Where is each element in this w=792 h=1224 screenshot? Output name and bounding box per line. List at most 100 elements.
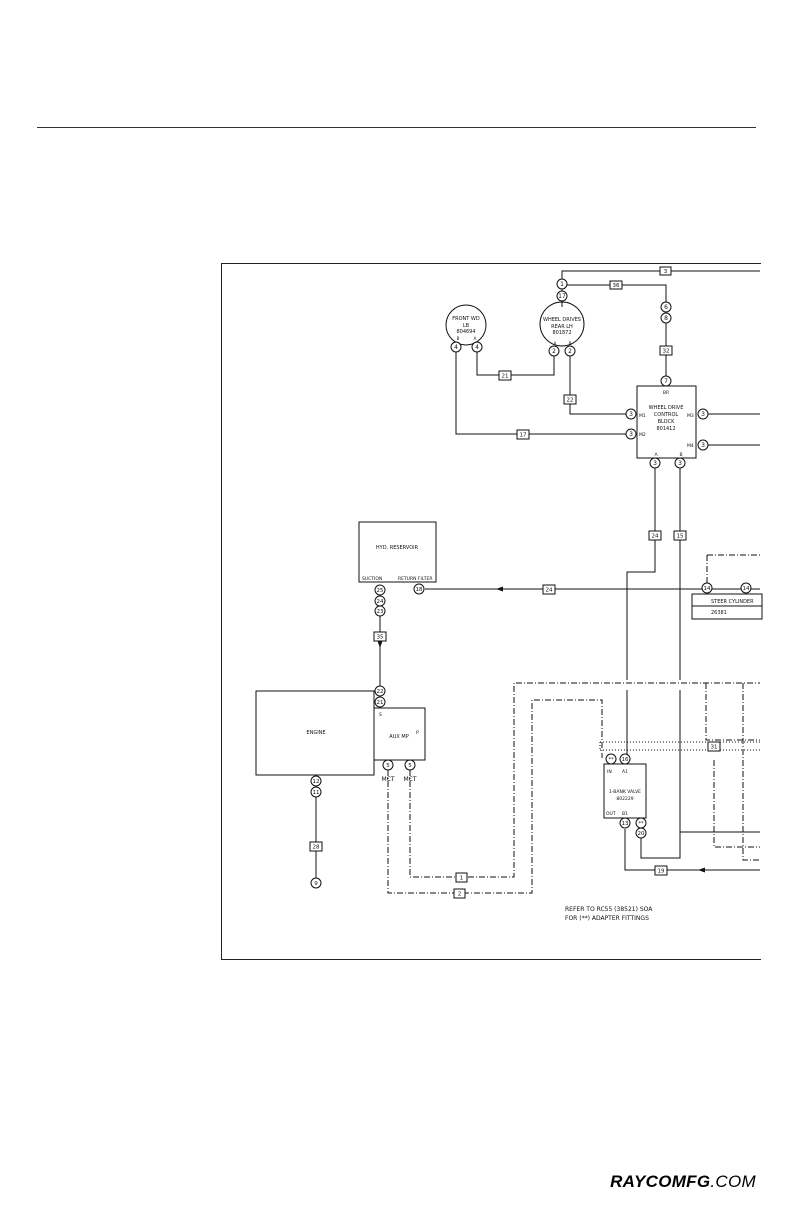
fitting-20: 20	[635, 827, 647, 839]
engine: ENGINE	[255, 690, 375, 776]
brand-name: RAYCOMFG	[610, 1172, 711, 1191]
svg-text:16: 16	[622, 757, 629, 763]
front-wd-motor: FRONT WD LB 804694 B A	[445, 304, 487, 346]
fitting-17: 17	[556, 290, 568, 302]
svg-text:3: 3	[653, 460, 657, 467]
front-wd-port-b: B	[457, 336, 460, 341]
svg-text:9: 9	[314, 881, 318, 887]
hose-lines	[315, 270, 760, 878]
fitting-24: 24	[374, 595, 386, 607]
svg-text:5: 5	[386, 763, 390, 769]
control-block-label-3: BLOCK	[658, 419, 675, 425]
wheel-drives-port-b: B	[569, 341, 572, 346]
steer-cylinder-label: STEER CYLINDER	[711, 599, 754, 605]
svg-text:1: 1	[460, 876, 464, 882]
port-b: B	[679, 452, 682, 458]
hose-36: 36	[609, 280, 623, 290]
hose-labels: 3 36 32 21 22 17 24 15 24 35 31 28 1 2 1…	[309, 266, 721, 899]
adapter-note-line-1: REFER TO RC55 (38521) SOA	[565, 906, 653, 913]
steer-cylinder: STEER CYLINDER 26381	[691, 593, 763, 620]
control-block-part: 801412	[656, 426, 675, 432]
hose-31: 31	[707, 741, 721, 752]
aux-port-p: P	[416, 730, 419, 736]
svg-text:17: 17	[520, 433, 527, 439]
fitting-3-m1: 3	[625, 408, 637, 420]
mct-label-1: MCT	[381, 776, 394, 783]
fitting-5-left: 5	[382, 759, 394, 771]
svg-text:22: 22	[567, 398, 574, 404]
valve-label: 1-BANK VALVE	[609, 789, 641, 795]
svg-text:3: 3	[701, 442, 705, 449]
fitting-2-right: 2	[564, 345, 576, 357]
fitting-22: 22	[374, 685, 386, 697]
reservoir-suction-label: SUCTION	[362, 576, 382, 582]
control-block-label-2: CONTROL	[654, 412, 679, 418]
svg-text:19: 19	[658, 869, 665, 875]
fitting-13: 13	[619, 817, 631, 829]
fitting-3-b: 3	[674, 457, 686, 469]
diagram-frame	[221, 263, 761, 960]
fitting-adapter-out: **	[635, 817, 647, 829]
svg-text:4: 4	[475, 344, 479, 351]
fitting-3-m2: 3	[625, 428, 637, 440]
hose-19: 19	[654, 865, 668, 876]
hose-3: 3	[659, 266, 672, 276]
fitting-4-right: 4	[471, 341, 483, 353]
svg-text:32: 32	[663, 349, 670, 355]
engine-label: ENGINE	[306, 730, 325, 736]
fitting-12: 12	[310, 775, 322, 787]
svg-text:2: 2	[568, 348, 572, 355]
svg-text:**: **	[639, 821, 645, 827]
hose-22: 22	[563, 394, 577, 405]
wheel-drives-motor: WHEEL DRIVES REAR LH 801872 A B	[539, 301, 585, 347]
svg-text:3: 3	[664, 269, 668, 275]
svg-text:2: 2	[552, 348, 556, 355]
fitting-2-left: 2	[548, 345, 560, 357]
reservoir-label: HYD. RESERVOIR	[376, 545, 419, 551]
svg-text:3: 3	[629, 411, 633, 418]
svg-text:24: 24	[377, 599, 384, 605]
adapter-note-line-2: FOR (**) ADAPTER FITTINGS	[565, 915, 649, 922]
fitting-14-left: 14	[701, 582, 713, 594]
wheel-drives-label: WHEEL DRIVES	[543, 317, 581, 323]
port-m3: M3	[687, 413, 694, 419]
svg-text:12: 12	[313, 779, 320, 785]
fitting-5-right: 5	[404, 759, 416, 771]
hose-28: 28	[309, 841, 323, 852]
fitting-4-left: 4	[450, 341, 462, 353]
svg-text:36: 36	[613, 283, 620, 289]
fitting-1: 1	[556, 278, 568, 290]
front-wd-part: 804694	[456, 329, 475, 335]
bank-valve: IN A1 1-BANK VALVE 802229 OUT B1	[603, 763, 647, 819]
fitting-25: 25	[374, 584, 386, 596]
front-wd-label-2: LB	[463, 323, 470, 329]
fitting-3-m3: 3	[697, 408, 709, 420]
svg-text:6: 6	[664, 304, 668, 311]
port-a: A	[654, 452, 658, 458]
steer-cylinder-part: 26381	[711, 610, 727, 616]
svg-text:14: 14	[704, 586, 711, 592]
aux-port-s: S	[379, 712, 382, 718]
front-wd-port-a: A	[474, 336, 477, 341]
reservoir-return-filter-label: RETURN FILTER	[398, 576, 432, 582]
fitting-11: 11	[310, 786, 322, 798]
hose-35: 35	[373, 631, 387, 642]
port-m1: M1	[639, 413, 646, 419]
valve-port-a1: A1	[622, 769, 628, 775]
svg-text:14: 14	[743, 586, 750, 592]
hose-17: 17	[516, 429, 530, 440]
port-m2: M2	[639, 432, 646, 438]
hose-24-return: 24	[542, 584, 556, 595]
fitting-23: 23	[374, 605, 386, 617]
fitting-21: 21	[374, 696, 386, 708]
pilot-lines	[387, 554, 760, 894]
hose-24: 24	[648, 530, 662, 541]
svg-text:3: 3	[629, 431, 633, 438]
fitting-14-right: 14	[740, 582, 752, 594]
fitting-16: 16	[619, 753, 631, 765]
svg-text:13: 13	[622, 821, 629, 827]
valve-port-out: OUT	[606, 811, 616, 817]
svg-text:5: 5	[408, 763, 412, 769]
control-block-label: WHEEL DRIVE	[649, 405, 684, 411]
